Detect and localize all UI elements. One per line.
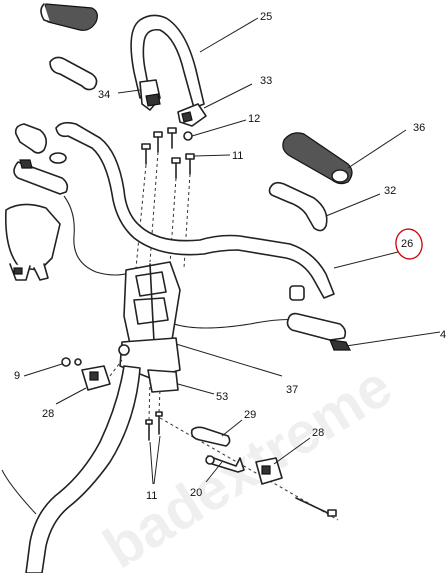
- callout-53: 53: [216, 391, 228, 403]
- callout-11-upper: 11: [232, 150, 243, 162]
- callout-20: 20: [190, 487, 202, 499]
- bar-end-cap: [329, 339, 351, 351]
- steering-column: [25, 365, 141, 573]
- hose-end-left: [14, 123, 48, 154]
- bar-end-tube: [286, 312, 347, 341]
- nut-washer: [61, 357, 82, 367]
- clamp-bracket: [177, 103, 207, 127]
- callout-37: 37: [286, 384, 298, 396]
- callout-36: 36: [413, 122, 425, 134]
- callout-9: 9: [14, 370, 20, 382]
- bushing: [289, 285, 305, 301]
- throttle-cable: [63, 195, 301, 329]
- watermark-text: badextreme: [92, 353, 403, 573]
- switch-block-right: [255, 457, 283, 485]
- mount-bracket: [139, 79, 161, 111]
- callout-28-left: 28: [42, 408, 54, 420]
- grip-right: [282, 132, 353, 185]
- callout-26: 26: [401, 238, 413, 250]
- hose-small-left: [49, 56, 98, 91]
- callout-11-lower: 11: [146, 490, 157, 502]
- callout-34: 34: [98, 89, 110, 101]
- end-cap-left: [49, 152, 67, 164]
- hose-right: [268, 181, 328, 232]
- cylinder-part: [190, 426, 231, 447]
- actuator-rod: [205, 455, 245, 473]
- callout-29: 29: [244, 409, 256, 421]
- grip-top-left: [40, 3, 98, 31]
- switch-block-left: [81, 365, 111, 391]
- callout-25: 25: [260, 11, 272, 23]
- callout-12: 12: [248, 113, 260, 125]
- hand-guard-shell: [4, 203, 61, 281]
- screw-long: [295, 497, 337, 517]
- callout-4: 4: [440, 329, 446, 341]
- control-housing-left: [13, 161, 69, 195]
- callout-32: 32: [384, 185, 396, 197]
- callout-33: 33: [260, 75, 272, 87]
- bolts-upper: [141, 127, 195, 179]
- bolts-lower: [145, 411, 163, 441]
- callout-28-right: 28: [312, 427, 324, 439]
- handlebar: [55, 121, 335, 299]
- grab-handle-loop: [130, 14, 205, 109]
- highlight-circle: [395, 228, 423, 260]
- riser-clamp: [123, 261, 181, 345]
